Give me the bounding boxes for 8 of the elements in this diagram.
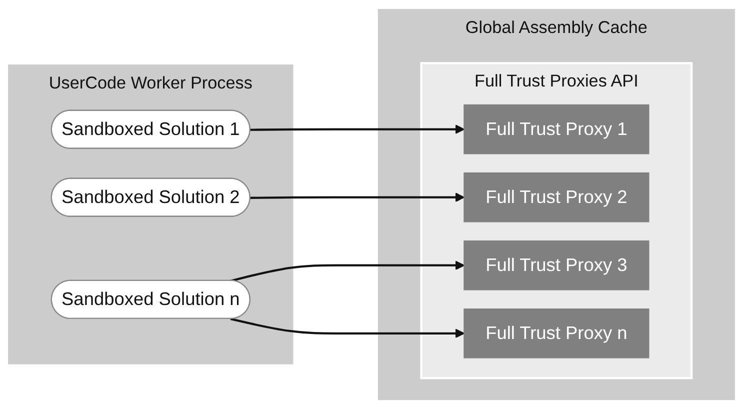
node-box: Full Trust Proxy 1 [464,104,650,154]
arrow [230,318,465,338]
arrow [250,192,465,202]
node-box: Full Trust Proxy 3 [464,240,650,290]
arrow [250,124,465,134]
node-box: Full Trust Proxy n [464,308,650,358]
node-box: Full Trust Proxy 2 [464,172,650,222]
arrow [230,260,465,282]
